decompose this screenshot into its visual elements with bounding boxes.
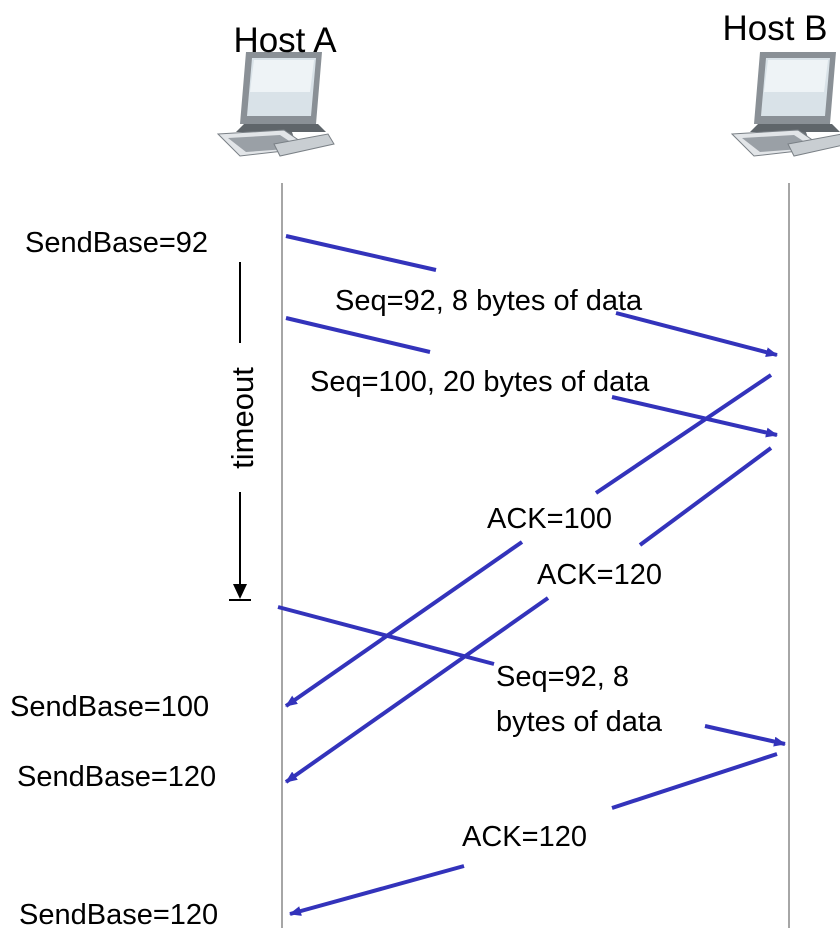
ack-120-final-label: ACK=120 — [462, 821, 587, 853]
sendbase-120-label: SendBase=120 — [17, 761, 216, 793]
segment-seq92-arrow — [285, 234, 778, 358]
ack-120-arrow — [284, 446, 773, 784]
ack-100-arrow — [284, 373, 773, 708]
ack-120-final-arrow — [289, 752, 778, 916]
segment-seq100-label: Seq=100, 20 bytes of data — [310, 366, 650, 398]
ack-120-label: ACK=120 — [537, 559, 662, 591]
ack-100-label: ACK=100 — [487, 503, 612, 535]
retransmit-seq92-arrow — [277, 605, 786, 747]
retransmit-label-line2: bytes of data — [496, 706, 663, 738]
sendbase-92-label: SendBase=92 — [25, 227, 208, 259]
timeout-label: timeout — [225, 367, 260, 469]
sendbase-100-label: SendBase=100 — [10, 691, 209, 723]
host-b-computer-icon — [730, 52, 840, 157]
sendbase-120-final-label: SendBase=120 — [19, 899, 218, 931]
host-a-label: Host A — [233, 21, 337, 60]
segment-seq100-arrow — [285, 316, 778, 438]
retransmit-label-line1: Seq=92, 8 — [496, 661, 629, 693]
timeout-arrowhead — [233, 584, 247, 599]
host-a-computer-icon — [216, 52, 335, 157]
host-b-label: Host B — [722, 9, 827, 48]
segment-seq92-label: Seq=92, 8 bytes of data — [335, 285, 643, 317]
